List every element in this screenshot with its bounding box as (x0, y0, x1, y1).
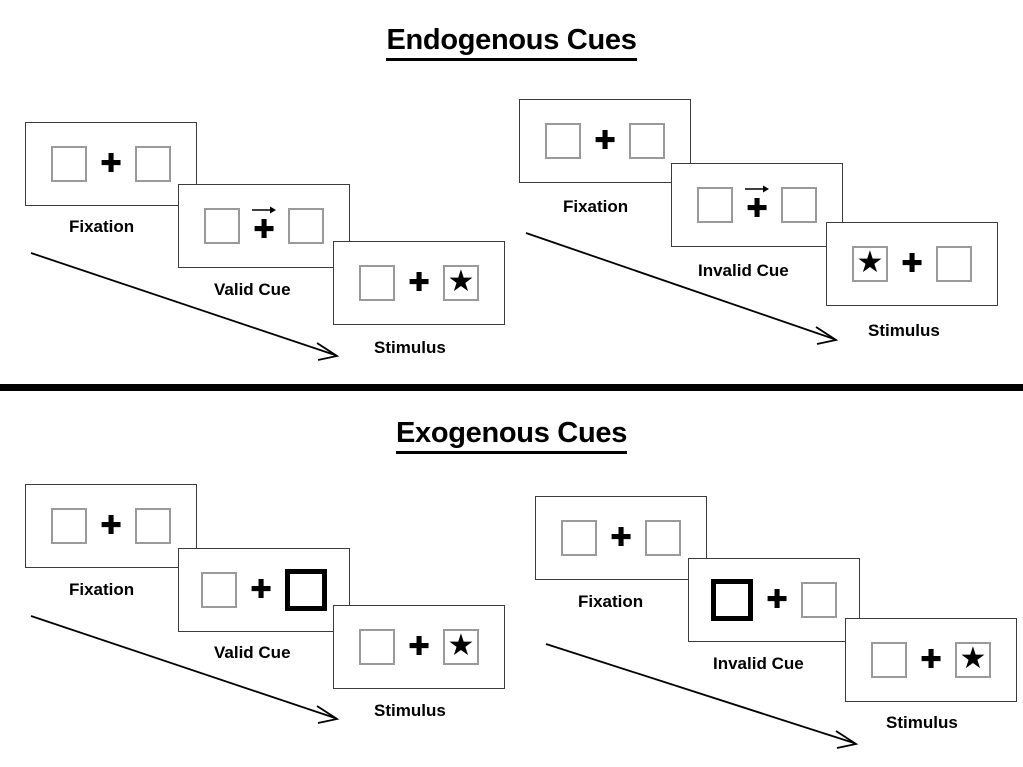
trial-frame-fixation: ✚ (25, 484, 197, 568)
frame-content: ✚ ★ (871, 640, 991, 680)
target-star-icon: ★ (856, 245, 884, 279)
frame-label-stimulus: Stimulus (374, 338, 446, 357)
section-title-endogenous-text: Endogenous Cues (386, 26, 637, 61)
frame-content: ✚ (51, 506, 171, 546)
frame-content: ✚ (51, 144, 171, 184)
frame-content: ✚ ★ (359, 627, 479, 667)
fixation-cross-wrap: ✚ (610, 518, 632, 558)
trial-frame-stimulus: ✚ ★ (333, 241, 505, 325)
fixation-cross-wrap: ✚ (920, 640, 942, 680)
frame-label-valid-cue: Valid Cue (214, 643, 291, 662)
section-title-exogenous-text: Exogenous Cues (395, 419, 627, 454)
frame-content: ✚ (204, 206, 324, 246)
frame-content: ✚ (201, 569, 327, 611)
frame-label-fixation: Fixation (578, 592, 644, 611)
frame-content: ✚ ★ (359, 263, 479, 303)
cue-box-left-highlighted (711, 579, 753, 621)
placeholder-box-left (697, 187, 733, 223)
placeholder-box-left-target: ★ (852, 246, 888, 282)
frame-label-valid-cue: Valid Cue (214, 280, 291, 299)
trial-frame-invalid-cue: ✚ (688, 558, 860, 642)
section-divider (0, 384, 1023, 391)
placeholder-box-right-target: ★ (955, 642, 991, 678)
fixation-cross-icon: ✚ (250, 575, 272, 605)
fixation-cross-icon: ✚ (610, 523, 632, 553)
fixation-cross-wrap: ✚ (766, 580, 788, 620)
placeholder-box-right (801, 582, 837, 618)
target-star-icon: ★ (447, 264, 475, 298)
placeholder-box-right (781, 187, 817, 223)
placeholder-box-left (204, 208, 240, 244)
frame-label-fixation: Fixation (69, 217, 135, 236)
placeholder-box-left (201, 572, 237, 608)
placeholder-box-left (51, 508, 87, 544)
placeholder-box-right-target: ★ (443, 629, 479, 665)
frame-label-invalid-cue: Invalid Cue (698, 261, 789, 280)
fixation-cross-icon: ✚ (594, 126, 616, 156)
target-star-icon: ★ (447, 628, 475, 662)
frame-content: ✚ (561, 518, 681, 558)
placeholder-box-right (135, 146, 171, 182)
trial-frame-stimulus: ★ ✚ (826, 222, 998, 306)
placeholder-box-left (51, 146, 87, 182)
frame-content: ✚ (697, 185, 817, 225)
trial-frame-fixation: ✚ (535, 496, 707, 580)
trial-frame-fixation: ✚ (25, 122, 197, 206)
frame-label-fixation: Fixation (69, 580, 135, 599)
section-title-endogenous: Endogenous Cues (0, 26, 1023, 61)
trial-frame-valid-cue: ✚ (178, 548, 350, 632)
fixation-cross-wrap: ✚ (100, 506, 122, 546)
frame-content: ✚ (545, 121, 665, 161)
placeholder-box-left (545, 123, 581, 159)
trial-frame-stimulus: ✚ ★ (845, 618, 1017, 702)
placeholder-box-right-target: ★ (443, 265, 479, 301)
cue-box-right-highlighted (285, 569, 327, 611)
frame-content: ★ ✚ (852, 244, 972, 284)
placeholder-box-right (629, 123, 665, 159)
fixation-cross-icon: ✚ (408, 268, 430, 298)
cue-arrow-right-icon (745, 185, 769, 193)
placeholder-box-left (359, 265, 395, 301)
placeholder-box-left (871, 642, 907, 678)
frame-label-fixation: Fixation (563, 197, 629, 216)
fixation-cross-icon: ✚ (766, 585, 788, 615)
fixation-cross-wrap: ✚ (901, 244, 923, 284)
frame-label-stimulus: Stimulus (868, 321, 940, 340)
cue-arrow-right-icon (252, 206, 276, 214)
placeholder-box-left (359, 629, 395, 665)
frame-label-stimulus: Stimulus (374, 701, 446, 720)
fixation-cross-wrap: ✚ (745, 185, 769, 225)
trial-frame-stimulus: ✚ ★ (333, 605, 505, 689)
fixation-cross-icon: ✚ (253, 215, 275, 245)
placeholder-box-right (288, 208, 324, 244)
progression-arrow-exogenous-invalid (545, 643, 859, 749)
frame-label-stimulus: Stimulus (886, 713, 958, 732)
placeholder-box-right (936, 246, 972, 282)
placeholder-box-right (135, 508, 171, 544)
placeholder-box-left (561, 520, 597, 556)
fixation-cross-icon: ✚ (408, 632, 430, 662)
fixation-cross-wrap: ✚ (408, 627, 430, 667)
fixation-cross-icon: ✚ (100, 149, 122, 179)
fixation-cross-wrap: ✚ (408, 263, 430, 303)
fixation-cross-icon: ✚ (901, 249, 923, 279)
fixation-cross-wrap: ✚ (252, 206, 276, 246)
trial-frame-valid-cue: ✚ (178, 184, 350, 268)
frame-label-invalid-cue: Invalid Cue (713, 654, 804, 673)
fixation-cross-icon: ✚ (920, 645, 942, 675)
placeholder-box-right (645, 520, 681, 556)
target-star-icon: ★ (959, 641, 987, 675)
section-title-exogenous: Exogenous Cues (0, 419, 1023, 454)
fixation-cross-wrap: ✚ (100, 144, 122, 184)
fixation-cross-icon: ✚ (746, 194, 768, 224)
fixation-cross-wrap: ✚ (594, 121, 616, 161)
fixation-cross-wrap: ✚ (250, 570, 272, 610)
trial-frame-invalid-cue: ✚ (671, 163, 843, 247)
trial-frame-fixation: ✚ (519, 99, 691, 183)
frame-content: ✚ (711, 579, 837, 621)
fixation-cross-icon: ✚ (100, 511, 122, 541)
